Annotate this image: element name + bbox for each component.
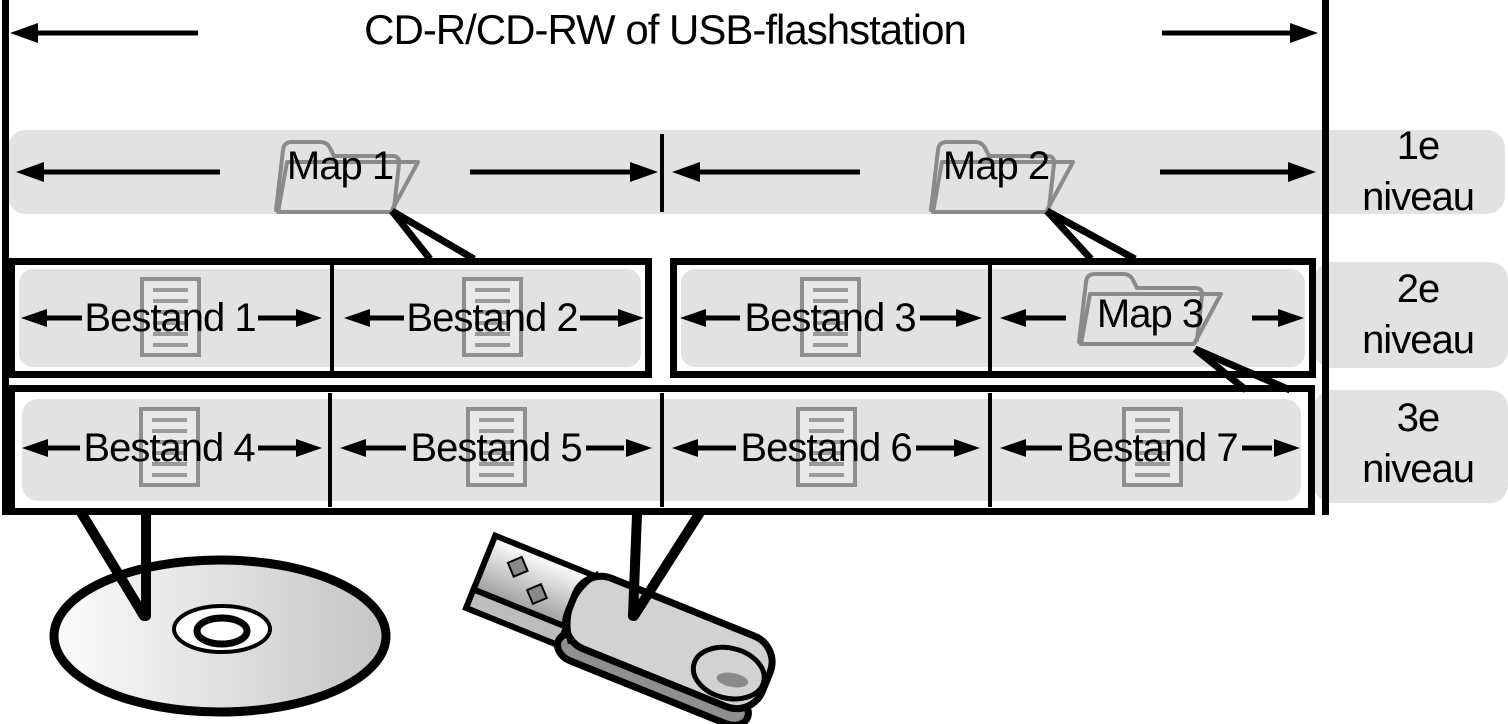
bestand-3-label: Bestand 3	[744, 296, 916, 340]
usb-contact-holes	[506, 555, 549, 606]
bestand-6-label: Bestand 6	[740, 426, 912, 470]
level-2-label: 2e niveau	[1362, 264, 1475, 366]
diagram-title: CD-R/CD-RW of USB-flashstation	[364, 6, 967, 53]
outer-frame-left-line	[2, 0, 9, 515]
level-3-label-band	[1314, 390, 1508, 503]
bestand-2-label: Bestand 2	[406, 296, 578, 340]
level-2-box-left	[8, 258, 652, 378]
outer-frame-right-line	[1322, 0, 1329, 515]
level-1-band	[8, 130, 1505, 214]
level-2-label-band	[1314, 262, 1508, 368]
level-1-label: 1e niveau	[1362, 121, 1475, 223]
level-label-number: 2e	[1396, 267, 1440, 311]
level-label-number: 3e	[1396, 396, 1440, 440]
bestand-7-label: Bestand 7	[1066, 426, 1238, 470]
map-2-label: Map 2	[942, 144, 1050, 188]
bestand-5-label: Bestand 5	[410, 426, 582, 470]
top-span-arrow-right	[1162, 23, 1318, 43]
top-span-arrow-left	[10, 23, 198, 43]
level-label-number: 1e	[1396, 124, 1440, 168]
level-3-label: 3e niveau	[1362, 393, 1475, 495]
map-3-label: Map 3	[1096, 292, 1204, 336]
level-label-word: niveau	[1362, 447, 1475, 491]
cd-disc-icon	[49, 555, 391, 717]
connector-map2	[1044, 207, 1137, 263]
usb-flash-drive-icon	[462, 531, 776, 724]
callout-usb	[628, 509, 704, 621]
level-label-word: niveau	[1362, 318, 1475, 362]
bestand-4-label: Bestand 4	[83, 426, 255, 470]
bestand-1-label: Bestand 1	[84, 296, 256, 340]
level-label-word: niveau	[1362, 175, 1475, 219]
map-1-label: Map 1	[286, 144, 394, 188]
callout-cd	[77, 509, 151, 621]
connector-map1	[389, 207, 476, 263]
